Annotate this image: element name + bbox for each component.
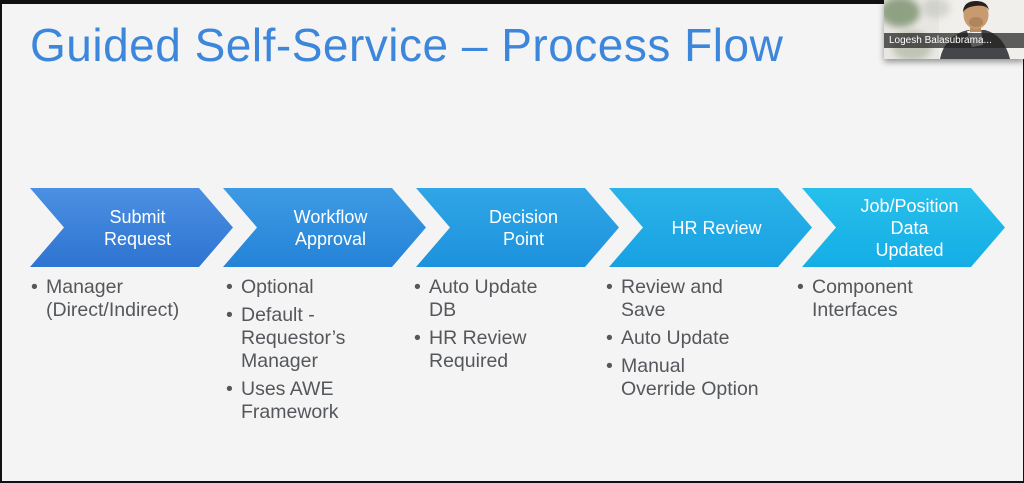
process-step-hr-review: HR Review bbox=[609, 188, 812, 267]
bullet-item: Auto Update bbox=[606, 327, 786, 350]
presentation-slide: Guided Self-Service – Process Flow Submi… bbox=[2, 4, 1023, 481]
process-step-label: HR Review bbox=[671, 217, 762, 238]
bullet-list-submit-request: Manager (Direct/Indirect) bbox=[31, 276, 211, 327]
slide-title: Guided Self-Service – Process Flow bbox=[30, 19, 784, 71]
process-step-label: Workflow Approval bbox=[293, 206, 368, 249]
bullet-item: Component Interfaces bbox=[797, 276, 977, 322]
bullet-item: Manual Override Option bbox=[606, 355, 786, 401]
bullet-item: Uses AWE Framework bbox=[226, 378, 406, 424]
bullet-list-data-updated: Component Interfaces bbox=[797, 276, 977, 327]
bullet-list-workflow-approval: Optional Default - Requestor’s Manager U… bbox=[226, 276, 406, 429]
bullet-item: Auto Update DB bbox=[414, 276, 594, 322]
process-step-decision-point: Decision Point bbox=[416, 188, 619, 267]
bullet-item: HR Review Required bbox=[414, 327, 594, 373]
bullet-list-decision-point: Auto Update DB HR Review Required bbox=[414, 276, 594, 378]
bullet-item: Manager (Direct/Indirect) bbox=[31, 276, 211, 322]
bullet-item: Review and Save bbox=[606, 276, 786, 322]
process-step-label: Job/Position Data Updated bbox=[860, 195, 959, 260]
bullet-item: Default - Requestor’s Manager bbox=[226, 304, 406, 373]
bullet-list-hr-review: Review and Save Auto Update Manual Overr… bbox=[606, 276, 786, 406]
process-step-workflow-approval: Workflow Approval bbox=[223, 188, 426, 267]
webcam-thumbnail[interactable]: Logesh Balasubrama... bbox=[884, 0, 1024, 59]
process-step-data-updated: Job/Position Data Updated bbox=[802, 188, 1005, 267]
bullet-item: Optional bbox=[226, 276, 406, 299]
participant-video bbox=[884, 0, 1024, 59]
process-step-submit-request: Submit Request bbox=[30, 188, 233, 267]
participant-name-label: Logesh Balasubrama... bbox=[884, 33, 1024, 48]
process-step-label: Submit Request bbox=[103, 206, 172, 249]
process-step-label: Decision Point bbox=[488, 206, 559, 249]
